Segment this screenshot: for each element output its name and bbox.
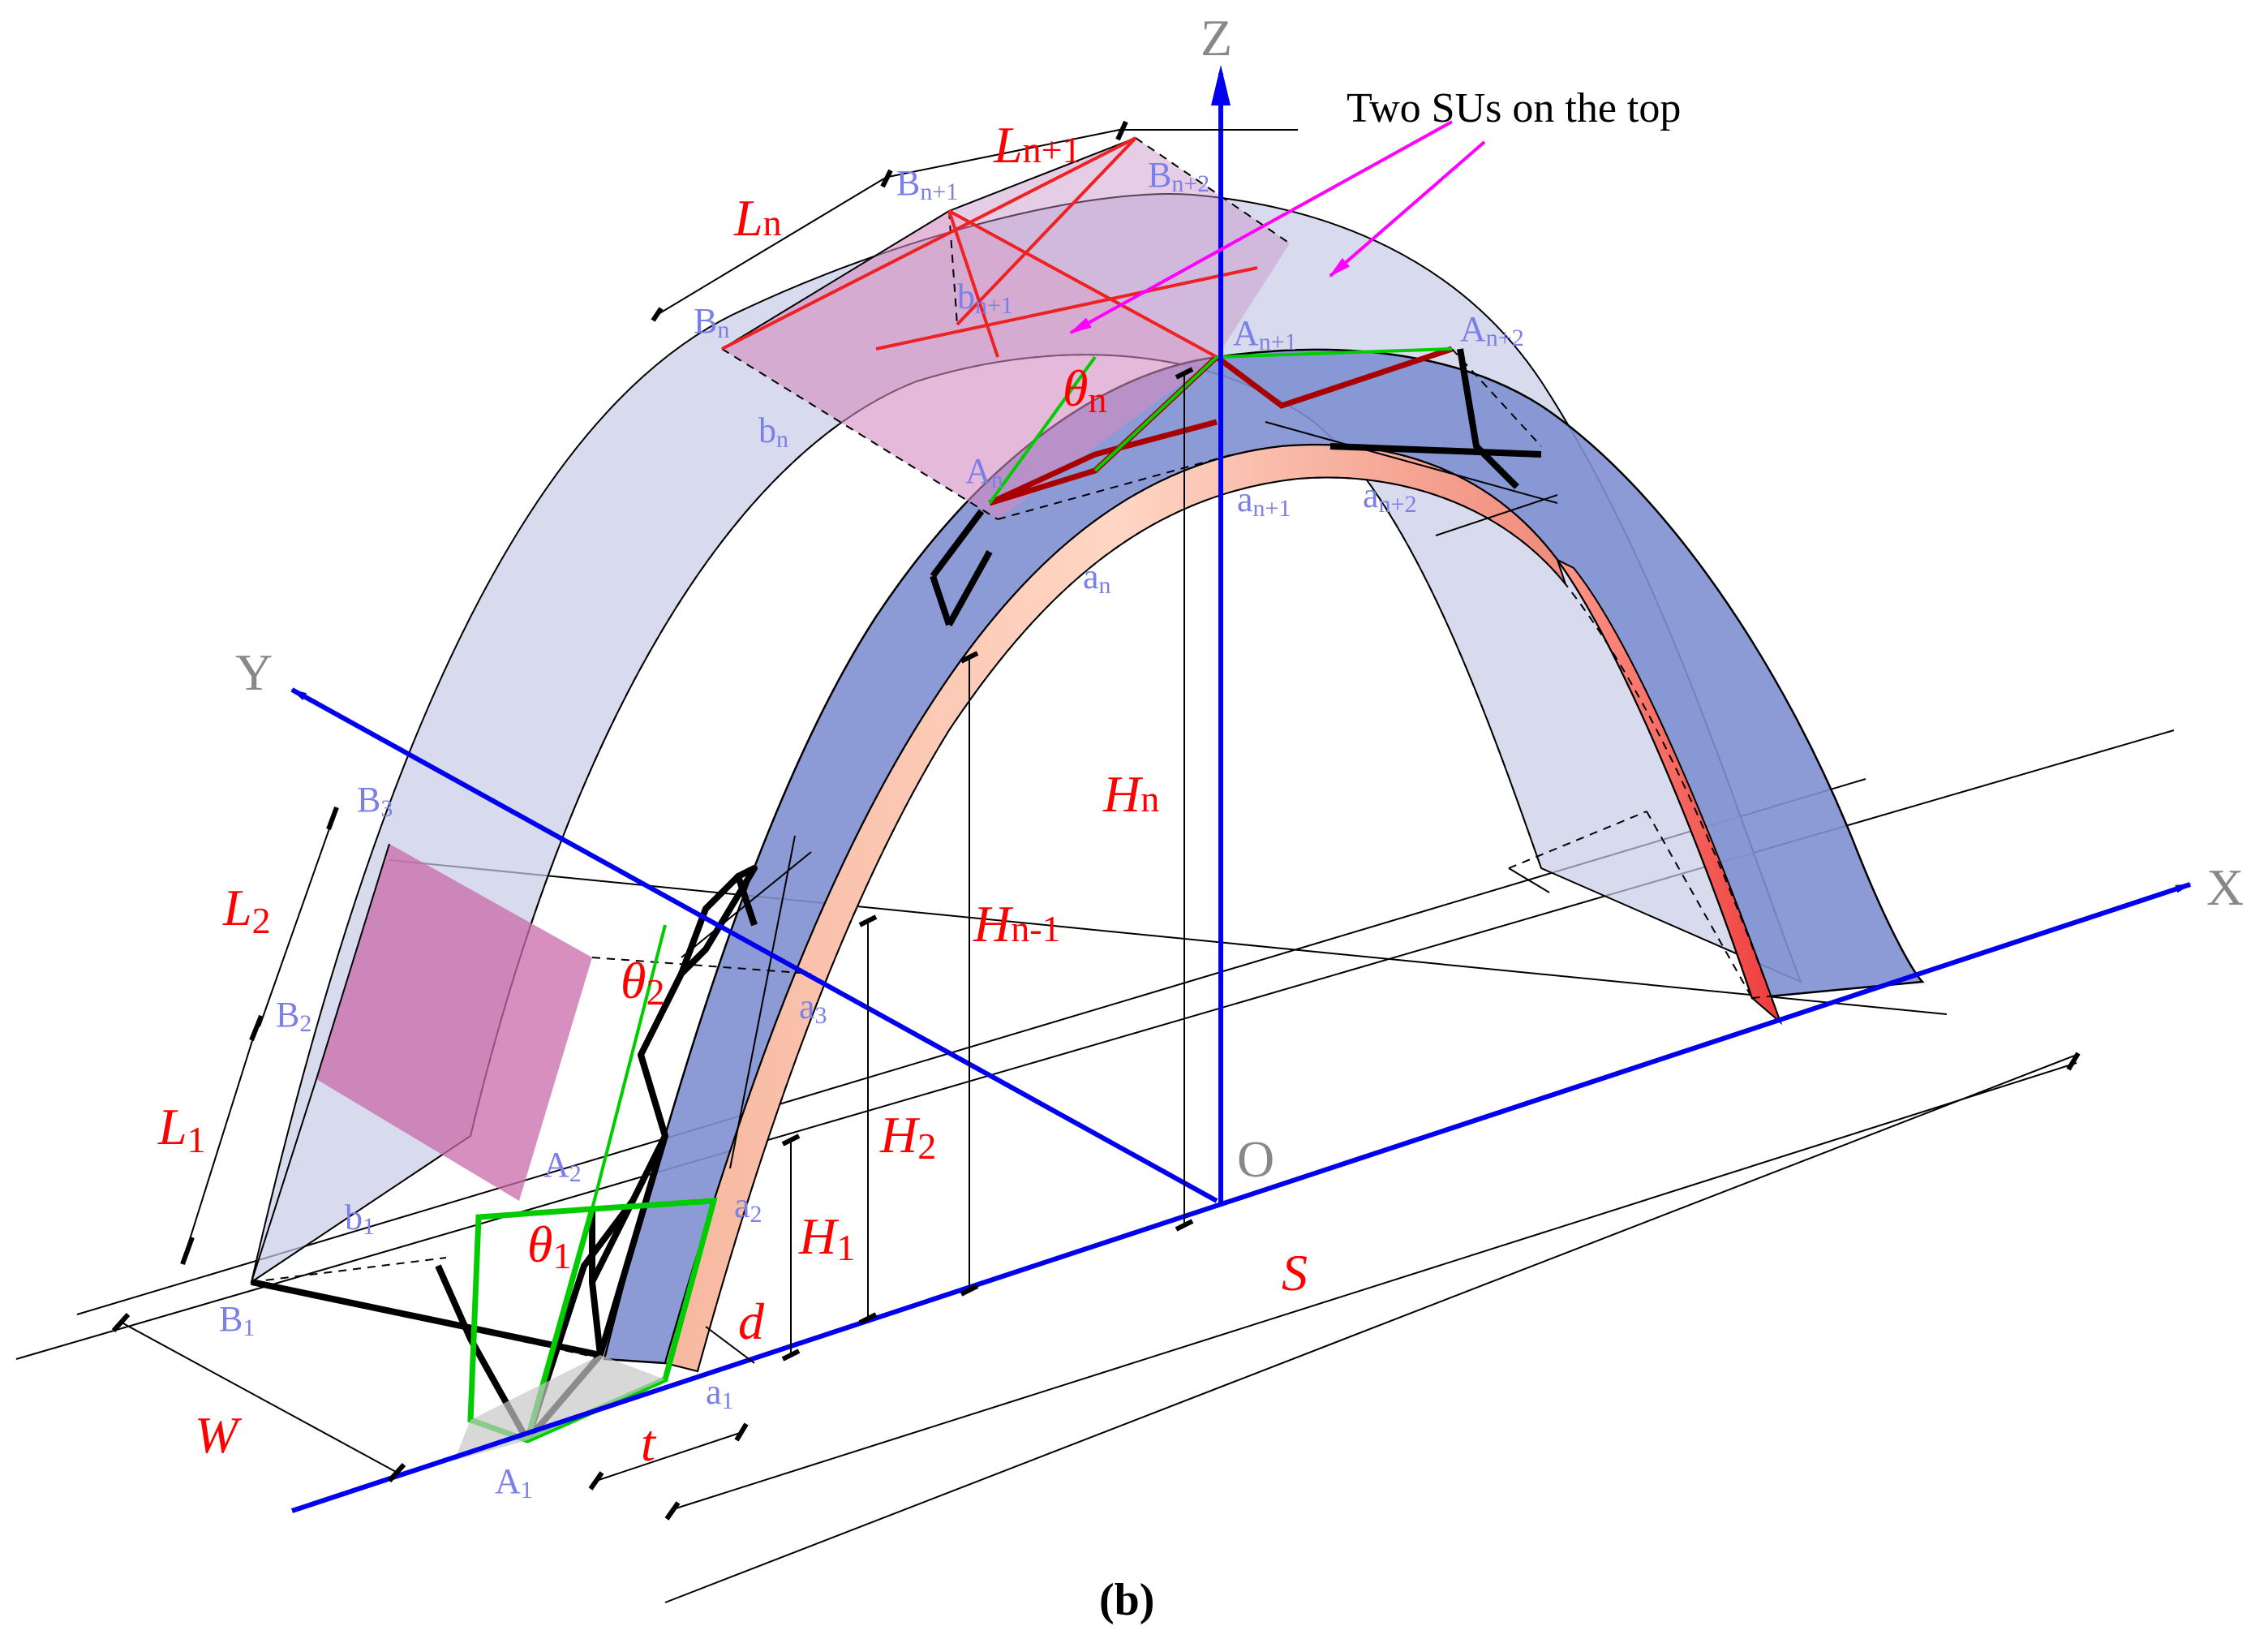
x-axis	[291, 882, 2192, 1513]
point-label-b2: B2	[276, 995, 311, 1037]
point-label-b1-lower: b1	[345, 1198, 375, 1240]
dim-label-t: t	[641, 1414, 657, 1472]
dim-label-ln: Ln	[733, 189, 782, 247]
dimension-ticks	[111, 120, 2081, 1521]
dim-label-hn1: Hn-1	[973, 895, 1061, 953]
point-label-an-lower: an	[1083, 557, 1111, 599]
point-label-bn2: Bn+2	[1148, 155, 1209, 197]
annotation-arrows	[1068, 120, 1486, 334]
point-label-bn: Bn	[694, 301, 729, 343]
point-label-a3-lower: a3	[799, 987, 827, 1029]
axis-label-z: Z	[1201, 9, 1232, 67]
point-label-an2-lower: an+2	[1363, 475, 1416, 518]
point-label-a2-lower: a2	[734, 1185, 762, 1228]
point-label-a1-upper: A1	[495, 1461, 533, 1504]
arch-inner-surface	[664, 444, 1783, 1373]
dim-label-h2: H2	[879, 1106, 936, 1167]
dim-label-l1: L1	[157, 1098, 206, 1160]
figure-caption: (b)	[1099, 1575, 1154, 1625]
dimension-lines	[121, 129, 2077, 1510]
dim-label-theta2: θ2	[621, 952, 664, 1013]
unit-panel-l2	[316, 844, 592, 1201]
dim-label-hn: Hn	[1102, 765, 1159, 823]
z-axis-arrowhead	[1211, 65, 1231, 105]
axis-label-origin: O	[1237, 1130, 1274, 1188]
dim-label-l2: L2	[222, 879, 271, 941]
dim-label-d: d	[738, 1293, 765, 1350]
point-label-a2-upper: A2	[543, 1145, 582, 1187]
y-axis	[290, 687, 1218, 1203]
unit-base-shadow	[454, 1355, 665, 1461]
point-label-b3: B3	[357, 780, 393, 822]
point-label-b1: B1	[219, 1299, 255, 1341]
point-label-bn1-lower: bn+1	[957, 277, 1013, 319]
axis-label-x: X	[2206, 858, 2244, 916]
point-label-an2-upper: An+2	[1460, 309, 1524, 351]
dim-label-ln1: Ln+1	[993, 116, 1081, 174]
dim-label-s: S	[1282, 1244, 1308, 1301]
point-label-an-upper: An	[965, 451, 1003, 493]
dim-label-w: W	[195, 1406, 243, 1464]
axes	[290, 71, 2192, 1513]
dim-label-thetan: θn	[1063, 359, 1106, 420]
dim-label-h1: H1	[798, 1207, 855, 1268]
point-label-an1-lower: an+1	[1237, 480, 1291, 522]
point-label-an1-upper: An+1	[1233, 313, 1297, 355]
point-label-a1-lower: a1	[706, 1372, 734, 1414]
top-unit-x	[721, 136, 1258, 359]
annotation-text: Two SUs on the top	[1347, 85, 1681, 131]
dim-label-theta1: θ1	[527, 1215, 571, 1276]
unit-panel-top	[722, 138, 1290, 519]
point-label-bn1: Bn+1	[896, 163, 958, 205]
axis-label-y: Y	[235, 643, 273, 701]
point-label-bn-lower: bn	[758, 411, 788, 453]
